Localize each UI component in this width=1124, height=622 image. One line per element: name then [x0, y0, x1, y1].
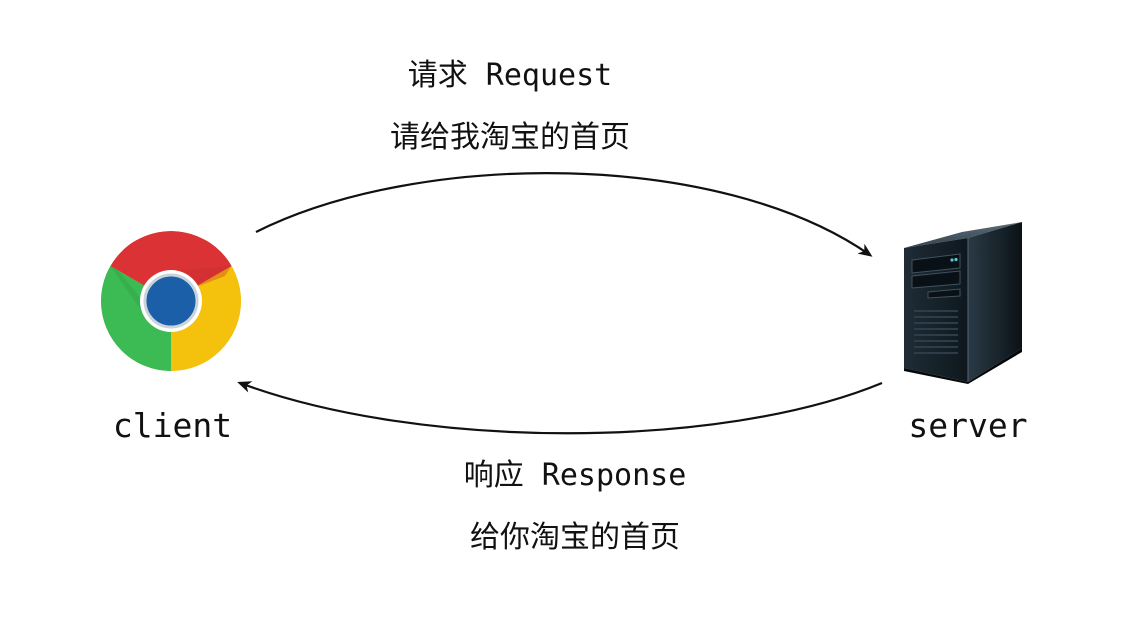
chrome-browser-icon: [101, 231, 241, 371]
request-title: 请求 Request: [407, 58, 613, 93]
request-arrow: [255, 172, 873, 257]
response-arrow: [237, 381, 883, 435]
response-title: 响应 Response: [463, 458, 687, 493]
response-description: 给你淘宝的首页: [470, 520, 680, 555]
client-label: client: [112, 406, 233, 445]
server-tower-icon: [904, 222, 1022, 384]
request-description: 请给我淘宝的首页: [390, 120, 630, 155]
server-label: server: [908, 406, 1028, 445]
